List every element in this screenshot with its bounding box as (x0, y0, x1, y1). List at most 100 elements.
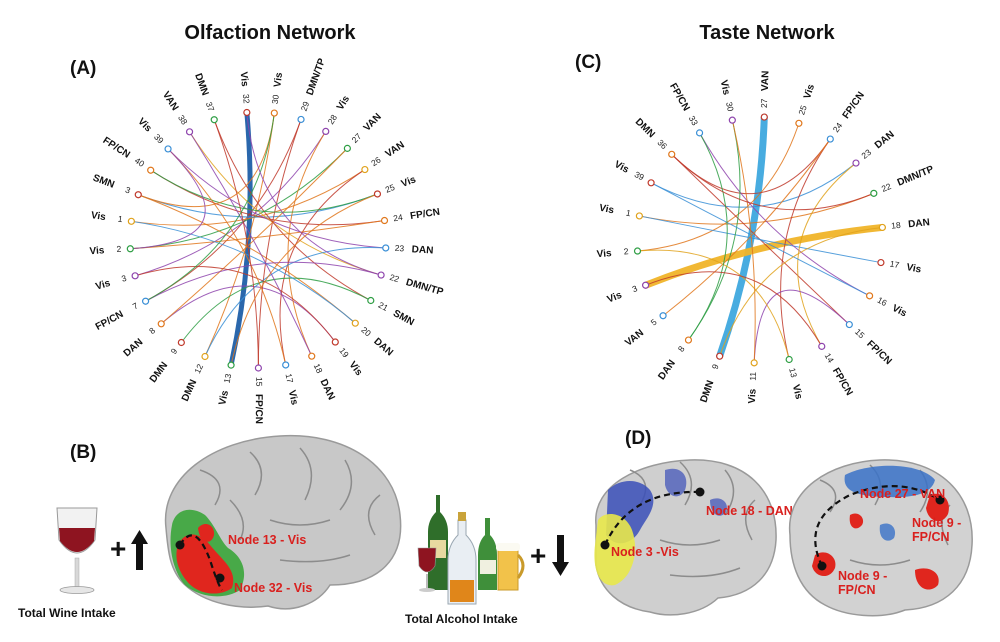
olfaction-node-marker (177, 338, 185, 347)
brain-d-lateral-illustration: Node 18 - DAN Node 3 -Vis (594, 459, 793, 616)
taste-node-number: 27 (759, 98, 769, 108)
olfaction-node-marker (164, 145, 172, 153)
olfaction-node-network: Vis (238, 71, 250, 87)
olfaction-node-number: 39 (152, 132, 166, 146)
svg-text:+: + (110, 533, 126, 564)
node-9-label-b: Node 9 - (838, 569, 887, 583)
olfaction-node-number: 1 (117, 214, 123, 225)
wine-intake-caption: Total Wine Intake (18, 606, 116, 620)
taste-node-number: 25 (796, 104, 809, 116)
olfaction-node-marker (201, 352, 209, 361)
olfaction-connection (130, 220, 356, 324)
olfaction-node-marker (210, 116, 218, 124)
olfaction-node-marker (308, 352, 316, 360)
increase-indicator-icon: + (110, 530, 148, 570)
panel-c-letter: (C) (575, 52, 602, 73)
taste-node-network: VAN (623, 328, 646, 349)
olfaction-node-marker (185, 128, 194, 136)
olfaction-node-number: 37 (204, 100, 217, 113)
olfaction-node-marker (282, 361, 290, 369)
olfaction-node-network: FP/CN (94, 309, 126, 333)
taste-connection (645, 271, 823, 347)
olfaction-connection (213, 119, 259, 369)
node-18-label: Node 18 - DAN (706, 504, 793, 518)
taste-node-number: 30 (724, 101, 736, 113)
wine-glass-icon (56, 507, 98, 594)
olfaction-node-marker (126, 245, 134, 253)
taste-node-network: Vis (802, 82, 817, 100)
olfaction-node-network: DMN (180, 378, 199, 403)
taste-node-marker (826, 135, 834, 143)
taste-node-number: 23 (859, 147, 873, 161)
olfaction-node-number: 7 (131, 300, 140, 311)
olfaction-node-number: 18 (312, 362, 325, 375)
taste-connection (671, 153, 875, 211)
olfaction-node-marker (377, 271, 385, 279)
taste-node-network: Vis (598, 203, 615, 217)
taste-node-marker (878, 223, 886, 232)
olfaction-node-network: FP/CN (253, 394, 264, 424)
taste-node-marker (695, 129, 704, 137)
taste-node-marker (795, 119, 803, 127)
olfaction-node-network: VAN (384, 140, 407, 160)
olfaction-connection (279, 169, 366, 366)
taste-node-number: 14 (823, 351, 837, 364)
taste-connection (650, 182, 871, 297)
node-27-label: Node 27 - VAN (860, 487, 945, 501)
olfaction-title: Olfaction Network (184, 22, 356, 44)
olfaction-connection (160, 285, 336, 343)
taste-node-marker (728, 116, 736, 124)
taste-node-number: 17 (889, 259, 900, 271)
taste-node-marker (668, 150, 676, 158)
olfaction-node-marker (127, 217, 135, 225)
node-3-label: Node 3 -Vis (611, 545, 679, 559)
olfaction-connection (137, 112, 275, 208)
taste-node-marker (877, 258, 885, 267)
taste-node-network: DAN (873, 129, 897, 151)
taste-node-number: 13 (787, 367, 799, 379)
olfaction-node-number: 38 (176, 113, 190, 127)
olfaction-connection (129, 147, 348, 250)
olfaction-connection (134, 130, 327, 277)
olfaction-node-network: DAN (318, 378, 337, 402)
olfaction-node-marker (297, 115, 305, 124)
taste-node-number: 9 (710, 363, 721, 371)
panel-a-letter: (A) (70, 58, 97, 79)
olfaction-node-marker (380, 216, 389, 225)
olfaction-node-number: 26 (369, 154, 383, 168)
olfaction-node-marker (361, 165, 369, 174)
taste-node-marker (633, 247, 642, 255)
olfaction-node-marker (331, 338, 339, 346)
olfaction-node-number: 19 (337, 346, 351, 360)
node-9-label-a-network: FP/CN (912, 530, 950, 544)
olfaction-node-marker (382, 244, 390, 252)
taste-node-number: 24 (831, 120, 845, 134)
olfaction-node-number: 12 (192, 362, 205, 375)
panel-d-letter: (D) (625, 428, 652, 449)
olfaction-node-marker (131, 272, 139, 280)
olfaction-connection (189, 131, 382, 276)
taste-node-network: DMN (699, 379, 717, 404)
taste-connection (719, 226, 883, 357)
olfaction-connection (180, 277, 372, 344)
olfaction-connection (204, 112, 275, 358)
taste-node-number: 5 (649, 317, 659, 328)
node-9-label-a: Node 9 - (912, 516, 961, 530)
olfaction-connection (145, 112, 275, 302)
olfaction-node-marker (351, 319, 359, 327)
olfaction-node-number: 2 (116, 244, 122, 254)
olfaction-node-marker (373, 190, 382, 198)
taste-node-number: 11 (748, 371, 758, 381)
taste-node-marker (870, 189, 878, 197)
olfaction-connection (204, 246, 387, 358)
olfaction-node-number: 13 (222, 372, 234, 384)
olfaction-node-network: FP/CN (409, 207, 440, 222)
olfaction-node-marker (134, 191, 142, 199)
taste-node-network: VAN (760, 71, 772, 92)
taste-node-marker (750, 359, 758, 367)
olfaction-node-marker (367, 296, 375, 305)
olfaction-connection (246, 111, 382, 276)
taste-node-network: DAN (656, 358, 678, 382)
olfaction-node-marker (141, 297, 150, 305)
